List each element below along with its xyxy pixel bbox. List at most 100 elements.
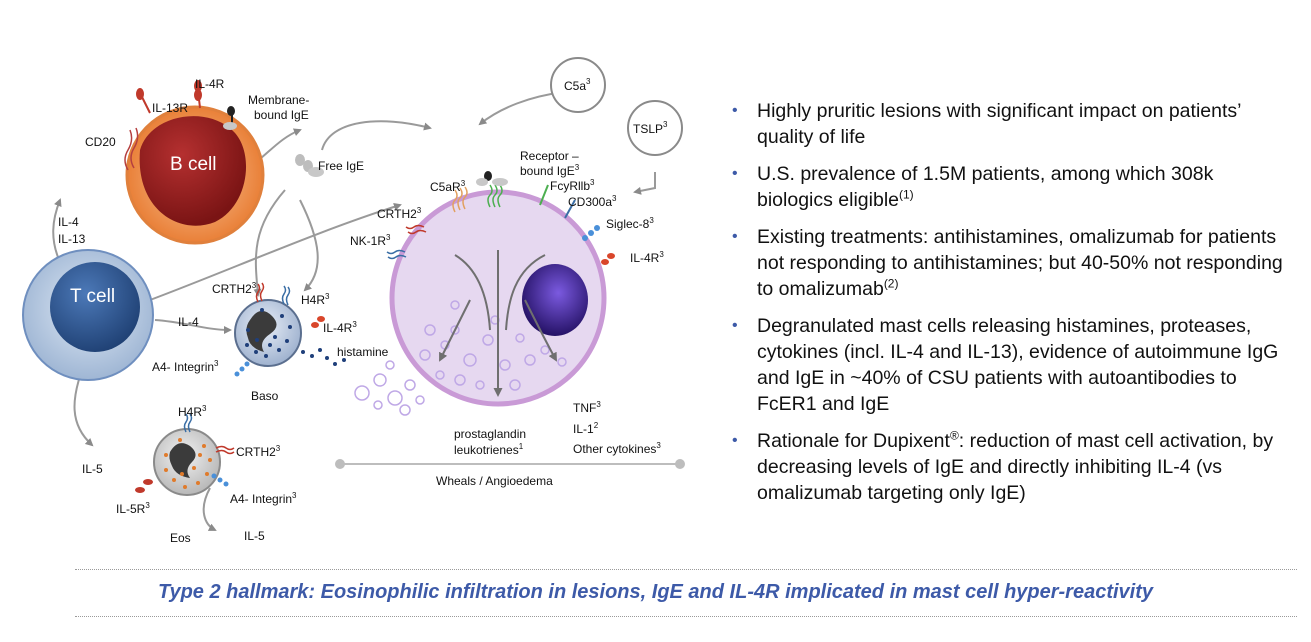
bullet-item: •U.S. prevalence of 1.5M patients, among… [732, 163, 1214, 211]
il4-label: IL-4 [58, 215, 79, 229]
svg-text:IL-5R3: IL-5R3 [116, 501, 150, 516]
svg-text:IL-4R3: IL-4R3 [323, 320, 357, 335]
siglec8-receptor-icon [582, 225, 600, 241]
receptor-ige-dimer-icon [476, 171, 508, 186]
wheals-axis [335, 459, 685, 469]
il4r-label: IL-4R [195, 77, 225, 91]
il5-bottom-label: IL-5 [244, 529, 265, 543]
nk1r-label: NK-1R [350, 234, 386, 248]
mast-il4r-receptor-icon [601, 253, 615, 265]
fcyrllb-receptor-icon [539, 184, 549, 206]
baso-label: Baso [251, 389, 279, 403]
svg-text:C5a3: C5a3 [564, 77, 591, 93]
baso-a4-integrin-icon [234, 361, 250, 377]
baso-crth2-label: CRTH2 [212, 282, 252, 296]
baso-crth2-receptor-icon [255, 282, 265, 303]
eos-crth2-label: CRTH2 [236, 445, 276, 459]
mast-il4r-label: IL-4R [630, 251, 660, 265]
il5-left-label: IL-5 [82, 462, 103, 476]
membrane-ige-icon [223, 106, 237, 130]
baso-il4r-receptor-icon [311, 316, 325, 328]
bullet-icon: • [732, 102, 738, 119]
membrane-ige-label-1: Membrane- [248, 93, 309, 107]
svg-text:CD300a3: CD300a3 [568, 194, 617, 209]
b-cell-label: B cell [170, 154, 216, 175]
wheals-label: Wheals / Angioedema [436, 474, 553, 488]
key-points-list: •Highly pruritic lesions with significan… [730, 98, 1290, 517]
mast-crth2-receptor-icon [405, 224, 427, 235]
cd300a-label: CD300a [568, 195, 612, 209]
baso-il4-label: IL-4 [178, 315, 199, 329]
svg-text:C5aR3: C5aR3 [430, 179, 466, 194]
divider-bottom [75, 616, 1297, 617]
tslp-mediator: TSLP3 [627, 100, 683, 156]
il1-label: IL-1 [573, 422, 594, 436]
bullet-item: •Degranulated mast cells releasing hista… [732, 315, 1279, 415]
eos-il5r-receptor-icon [135, 479, 153, 493]
bullet-item: •Existing treatments: antihistamines, om… [732, 226, 1283, 300]
histamine-granules [301, 348, 346, 366]
svg-text:NK-1R3: NK-1R3 [350, 233, 391, 248]
c5ar-label: C5aR [430, 180, 461, 194]
histamine-label: histamine [337, 345, 389, 359]
c5ar-receptor-icon [452, 186, 468, 213]
svg-text:IL-4R3: IL-4R3 [630, 250, 664, 265]
free-ige-icon [295, 154, 324, 177]
eosinophil-cell [135, 413, 235, 496]
baso-a4-integrin-label: A4- Integrin [152, 360, 214, 374]
il5r-label: IL-5R [116, 502, 146, 516]
released-granules [354, 360, 425, 416]
leukotrienes-label: leukotrienes [454, 443, 519, 457]
receptor-bound-ige-icon [487, 184, 503, 208]
eos-crth2-receptor-icon [215, 445, 235, 455]
baso-h4r-receptor-icon [281, 285, 291, 306]
tnf-label: TNF [573, 401, 596, 415]
basophil-cell [234, 282, 325, 377]
il13r-label: IL-13R [152, 101, 188, 115]
bullet-icon: • [732, 317, 738, 334]
il13r-receptor-icon [136, 88, 151, 114]
receptor-ige-label-1: Receptor – [520, 149, 579, 163]
fcyrllb-label: FcyRllb [550, 179, 590, 193]
svg-text:bound IgE3: bound IgE3 [520, 163, 580, 178]
t-cell: T cell [22, 249, 154, 381]
svg-text:TSLP3: TSLP3 [633, 120, 668, 136]
svg-text:IL-12: IL-12 [573, 421, 599, 436]
svg-text:CRTH23: CRTH23 [236, 444, 281, 459]
svg-text:A4- Integrin3: A4- Integrin3 [152, 359, 219, 374]
hallmark-caption: Type 2 hallmark: Eosinophilic infiltrati… [157, 581, 1154, 603]
cd20-receptor-icon [124, 127, 139, 171]
receptor-ige-label-2: bound IgE [520, 164, 575, 178]
csu-pathway-diagram: C5a3 TSLP3 B cell IL-4R IL-13R CD20 [22, 57, 685, 545]
svg-text:leukotrienes1: leukotrienes1 [454, 442, 524, 457]
eos-h4r-label: H4R [178, 405, 202, 419]
c5a-mediator: C5a3 [550, 57, 606, 113]
siglec8-label: Siglec-8 [606, 217, 650, 231]
svg-text:A4- Integrin3: A4- Integrin3 [230, 491, 297, 506]
bullet-item: •Highly pruritic lesions with significan… [732, 100, 1241, 148]
bullet-icon: • [732, 165, 738, 182]
svg-text:FcyRllb3: FcyRllb3 [550, 178, 595, 193]
bullet-icon: • [732, 228, 738, 245]
svg-text:Other cytokines3: Other cytokines3 [573, 441, 661, 456]
prostaglandin-label: prostaglandin [454, 427, 526, 441]
divider-top [75, 569, 1297, 570]
svg-text:CRTH23: CRTH23 [377, 206, 422, 221]
mast-crth2-label: CRTH2 [377, 207, 417, 221]
svg-text:H4R3: H4R3 [301, 292, 330, 307]
membrane-ige-label-2: bound IgE [254, 108, 309, 122]
eos-h4r-receptor-icon [183, 413, 193, 433]
baso-h4r-label: H4R [301, 293, 325, 307]
bullet-icon: • [732, 432, 738, 449]
eos-a4-integrin-label: A4- Integrin [230, 492, 292, 506]
svg-text:CRTH23: CRTH23 [212, 281, 257, 296]
b-cell: B cell [124, 80, 265, 245]
svg-text:Siglec-83: Siglec-83 [606, 216, 654, 231]
eos-label: Eos [170, 531, 191, 545]
bullet-item: •Rationale for Dupixent®: reduction of m… [732, 428, 1274, 505]
other-cytokines-label: Other cytokines [573, 442, 656, 456]
nk1r-receptor-icon [386, 249, 407, 260]
svg-text:H4R3: H4R3 [178, 404, 207, 419]
eos-a4-integrin-icon [211, 473, 229, 487]
cd300a-receptor-icon [564, 199, 576, 219]
